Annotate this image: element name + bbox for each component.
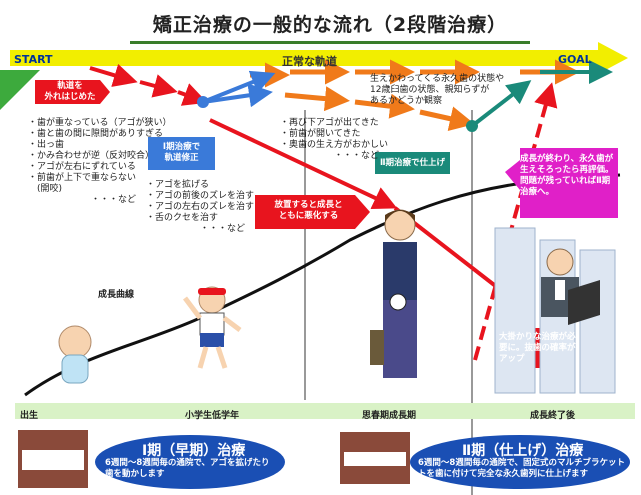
callout-off-track: 軌道を 外れはじめた [44, 81, 96, 102]
title-underline [130, 41, 530, 44]
phase1-panel-desc: 6週間～8週間毎の通院で、アゴを拡げたり 歯を動かします [105, 458, 270, 479]
phase2-panel-desc: 6週間～8週間毎の通院で、固定式のマルチブラケット トを歯に付けて完全な永久歯列… [418, 458, 625, 479]
callout-phase2: Ⅱ期治療で仕上げ [379, 158, 446, 168]
goal-label: GOAL [558, 53, 592, 66]
diagram-title: 矯正治療の一般的な流れ（2段階治療） [152, 14, 508, 36]
symptoms-early-list: ・歯が重なっている（アゴが狭い） ・歯と歯の間に隙間がありすぎる ・出っ歯 ・か… [28, 118, 172, 205]
normal-track-label: 正常な軌道 [282, 55, 337, 68]
phase1-panel-bg [18, 430, 285, 489]
symptoms-later-list: ・再び下アゴが出てきた ・前歯が開いてきた ・奥歯の生え方がおかしい ・・・など [280, 118, 389, 161]
callout-reevaluate: 成長が終わり、永久歯が 生えそろったら再評価。 問題が残っていればⅡ期 治療へ。 [520, 154, 614, 197]
phase2-panel-title: Ⅱ期（仕上げ）治療 [462, 443, 584, 459]
phase1-node [197, 96, 209, 108]
blue-arrows [202, 70, 276, 108]
callout-reevaluate-shape [505, 148, 618, 218]
timeline-birth: 出生 [20, 411, 39, 421]
child-figure [183, 286, 242, 369]
callout-worsen: 放置すると成長と ともに悪化する [274, 200, 343, 221]
timeline-elementary: 小学生低学年 [185, 411, 240, 421]
start-label: START [14, 53, 53, 66]
baby-figure [58, 325, 92, 384]
timeline-puberty: 思春期成長期 [362, 411, 417, 421]
growth-curve-label: 成長曲線 [98, 290, 135, 300]
timeline-band [15, 403, 635, 419]
adult-figure [541, 248, 600, 325]
callout-off-track-shape [35, 80, 110, 104]
teal-arrows [470, 60, 613, 128]
corner-shape [0, 70, 40, 110]
callout-phase1: Ⅰ期治療で 軌道修正 [162, 142, 201, 163]
callout-phase2-shape [375, 152, 450, 174]
teen-figure [370, 209, 417, 378]
phase1-panel-title: Ⅰ期（早期）治療 [142, 443, 246, 459]
timeline-end-growth: 成長終了後 [530, 411, 576, 421]
callout-worsen-shape [255, 195, 370, 229]
callout-phase1-shape [148, 137, 215, 170]
phase2-node [466, 120, 478, 132]
phase2-panel-bg [340, 432, 630, 489]
phase1-actions-list: ・アゴを拡げる ・アゴの前後のズレを治す ・アゴの左右のズレを治す ・舌のクセを… [146, 180, 255, 234]
permanent-teeth-note: 生えかわってくる永久歯の状態や 12歳臼歯の状態、親知らずが あるかどうか観察 [370, 74, 505, 106]
callout-big-treatment: 大掛かりな治療が必 要に。抜歯の確率が アップ [499, 332, 576, 364]
